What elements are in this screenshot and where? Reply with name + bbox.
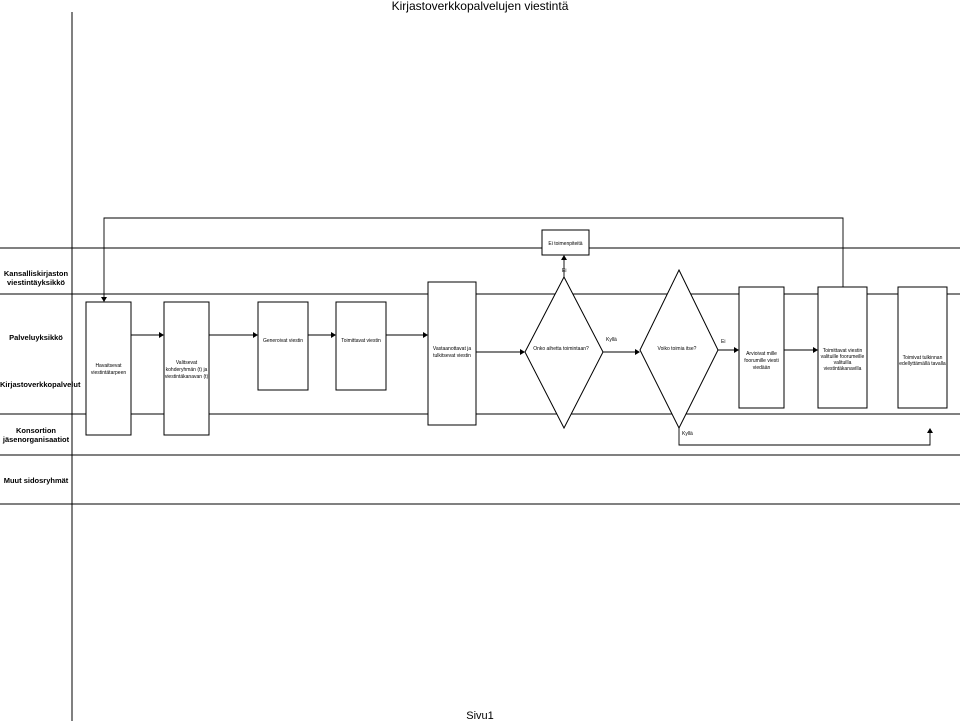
decision-onko-aihetta-label: Onko aihetta toimintaan?: [533, 346, 589, 352]
arrowhead: [813, 347, 818, 353]
node-toimittavat-valituille-label-3: valituilla: [834, 360, 852, 366]
lane-kirjastoverkkopalvelut: Kirjastoverkkopalvelut: [0, 380, 81, 389]
arrowhead: [253, 332, 258, 338]
arrowhead: [423, 332, 428, 338]
edge-label-ei-mid: Ei: [721, 339, 725, 345]
node-toimittavat-valituille: [817, 286, 868, 409]
node-arvioivat-label-1: Arvioivat mille: [746, 351, 777, 357]
edge-label-kylla-bottom: Kyllä: [682, 431, 693, 437]
page-footer: Sivu1: [466, 710, 494, 722]
edge-voiko-toimivat: [678, 428, 931, 446]
node-toimivat-tulkinnan-label-1: Toimivat tulkinnan: [903, 355, 943, 361]
page-title: Kirjastoverkkopalvelujen viestintä: [391, 0, 569, 13]
lane-konsortion-line1: Konsortion: [16, 426, 56, 435]
lane-konsortion: Konsortion jäsenorganisaatiot: [0, 426, 72, 444]
node-valitsevat-label-3: viestintäkanavan (t): [165, 374, 209, 380]
arrowhead: [331, 332, 336, 338]
node-toimittavat-label: Toimittavat viestin: [341, 338, 381, 344]
edge-label-ei-top: Ei: [562, 268, 566, 274]
node-toimittavat-valituille-label-2: valituille foorumeille: [821, 354, 865, 360]
node-generoivat-label: Generoivat viestin: [263, 338, 303, 344]
node-toimittavat-valituille-label-4: viestintäkanavilla: [824, 366, 862, 372]
node-ei-toimenpiteita-label: Ei toimenpiteitä: [548, 241, 582, 247]
node-valitsevat-label-2: kohderyhmän (t) ja: [166, 367, 208, 373]
arrowhead: [520, 349, 525, 355]
arrowhead: [159, 332, 164, 338]
arrowhead: [927, 428, 933, 433]
node-valitsevat: [163, 301, 210, 436]
node-toimivat-tulkinnan: [897, 286, 948, 409]
node-havaitsevat-label-1: Havaitsevat: [95, 363, 122, 369]
node-havaitsevat-label-2: viestintätarpeen: [91, 370, 127, 376]
arrowhead: [561, 255, 567, 260]
edge-label-kylla-mid: Kyllä: [606, 337, 617, 343]
arrowhead: [734, 347, 739, 353]
node-arvioivat-label-2: foorumille viesti: [744, 358, 778, 364]
node-vastaanottavat-label-2: tulkitsevat viestin: [433, 353, 471, 359]
arrowhead: [635, 349, 640, 355]
edge-loop-back: [103, 217, 844, 300]
node-vastaanottavat-label-1: Vastaanottavat ja: [433, 346, 471, 352]
lane-konsortion-line2: jäsenorganisaatiot: [2, 435, 70, 444]
node-toimittavat: [335, 301, 387, 391]
lane-kansalliskirjasto: Kansalliskirjaston viestintäyksikkö: [0, 269, 72, 287]
node-generoivat: [257, 301, 309, 391]
node-arvioivat: [738, 286, 785, 409]
node-toimivat-tulkinnan-label-2: edellyttämällä tavalla: [899, 361, 946, 367]
node-toimittavat-valituille-label-1: Toimittavat viestin: [823, 348, 863, 354]
node-valitsevat-label-1: Valitsevat: [176, 360, 198, 366]
lane-kansalliskirjasto-line2: viestintäyksikkö: [7, 278, 65, 287]
lane-muut: Muut sidosryhmät: [3, 476, 69, 485]
decision-onko-aihetta: [524, 275, 604, 430]
node-vastaanottavat: [427, 281, 477, 426]
arrowhead: [101, 297, 107, 302]
node-ei-toimenpiteita: [541, 229, 590, 256]
decision-voiko-toimia-label: Voiko toimia itse?: [658, 346, 697, 352]
node-havaitsevat: [85, 301, 132, 436]
node-arvioivat-label-3: viedään: [753, 365, 771, 371]
lane-kansalliskirjasto-line1: Kansalliskirjaston: [3, 269, 69, 278]
lane-palveluyksikko: Palveluyksikkö: [9, 333, 63, 342]
